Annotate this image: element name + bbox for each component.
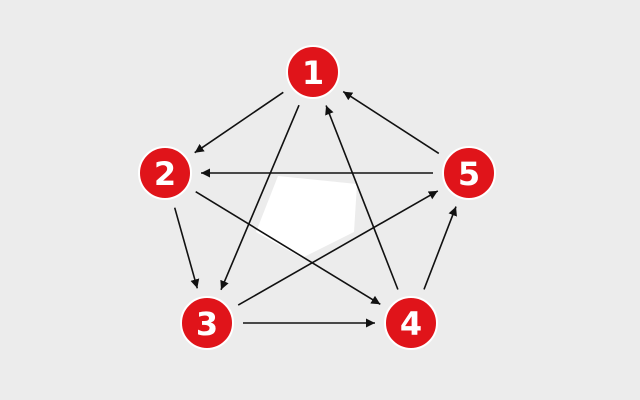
node-3: 3: [180, 296, 234, 350]
node-2: 2: [138, 146, 192, 200]
node-circle-5: [442, 146, 496, 200]
node-circle-2: [138, 146, 192, 200]
node-circle-1: [286, 45, 340, 99]
edge-arrow-5-to-1: [342, 90, 440, 155]
node-label-1: 1: [302, 54, 324, 92]
node-label-5: 5: [458, 155, 480, 193]
node-label-2: 2: [154, 155, 176, 193]
edge-arrow-4-to-1: [325, 105, 399, 290]
node-circle-4: [384, 296, 438, 350]
node-label-3: 3: [196, 305, 218, 343]
edge-arrow-1-to-2: [194, 91, 284, 154]
edge-arrow-1-to-3: [220, 104, 300, 291]
node-5: 5: [442, 146, 496, 200]
edge-arrow-4-to-5: [423, 206, 457, 290]
center-pentagon: [256, 176, 357, 258]
node-4: 4: [384, 296, 438, 350]
edge-arrow-2-to-3: [173, 207, 200, 289]
edges-layer: [173, 90, 457, 328]
edge-arrow-3-to-5: [237, 190, 439, 306]
nodes-layer: 1 2 3 4 5: [138, 45, 496, 350]
node-circle-3: [180, 296, 234, 350]
edge-arrow-2-to-4: [195, 191, 381, 305]
node-1: 1: [286, 45, 340, 99]
node-label-4: 4: [400, 305, 422, 343]
